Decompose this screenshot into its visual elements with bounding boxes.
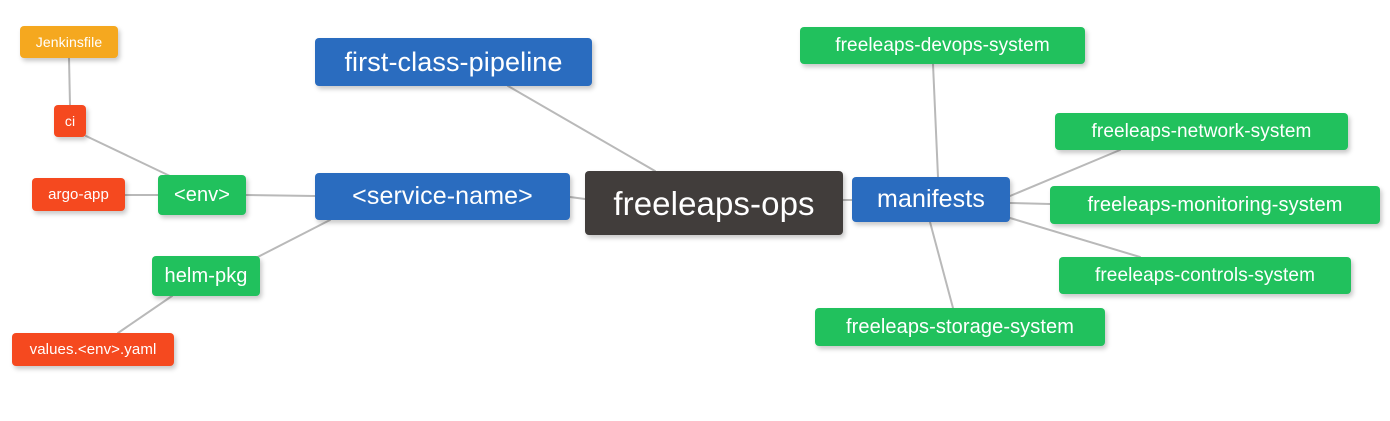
mindmap-node-label: first-class-pipeline [344, 46, 563, 77]
mindmap-node-monitoring-system[interactable]: freeleaps-monitoring-system [1050, 186, 1380, 224]
mindmap-node-values-env-yaml[interactable]: values.<env>.yaml [12, 333, 174, 366]
edge-ci-to-env [85, 135, 173, 178]
mindmap-node-label: freeleaps-devops-system [835, 35, 1050, 56]
edge-service-name-to-helm-pkg [247, 219, 331, 263]
mindmap-node-service-name[interactable]: <service-name> [315, 173, 570, 220]
edge-first-class-pipeline-to-freeleaps-ops [507, 85, 656, 172]
mindmap-node-label: freeleaps-network-system [1091, 121, 1312, 142]
mindmap-node-network-system[interactable]: freeleaps-network-system [1055, 113, 1348, 150]
mindmap-node-label: values.<env>.yaml [29, 341, 157, 358]
mindmap-node-manifests[interactable]: manifests [852, 177, 1010, 222]
mindmap-node-ci[interactable]: ci [54, 105, 86, 137]
edge-service-name-to-freeleaps-ops [569, 196, 586, 200]
mindmap-node-label: freeleaps-monitoring-system [1087, 194, 1343, 216]
mindmap-node-label: freeleaps-ops [613, 184, 815, 222]
mindmap-node-label: <service-name> [352, 182, 533, 210]
mindmap-node-devops-system[interactable]: freeleaps-devops-system [800, 27, 1085, 64]
mindmap-node-label: Jenkinsfile [35, 34, 103, 50]
edge-env-to-service-name [245, 194, 316, 197]
edge-manifests-to-storage-system [929, 221, 954, 309]
edge-helm-pkg-to-values-env-yaml [117, 295, 173, 334]
mindmap-node-helm-pkg[interactable]: helm-pkg [152, 256, 260, 296]
mindmap-node-storage-system[interactable]: freeleaps-storage-system [815, 308, 1105, 346]
mindmap-node-argo-app[interactable]: argo-app [32, 178, 125, 211]
mindmap-node-jenkinsfile[interactable]: Jenkinsfile [20, 26, 118, 58]
mindmap-node-label: ci [64, 113, 76, 129]
edge-jenkinsfile-to-ci [68, 57, 71, 106]
mindmap-node-label: freeleaps-storage-system [845, 316, 1075, 338]
mindmap-node-label: freeleaps-controls-system [1094, 265, 1316, 286]
mindmap-node-freeleaps-ops[interactable]: freeleaps-ops [585, 171, 843, 235]
edge-manifests-to-devops-system [932, 63, 939, 178]
mindmap-node-label: helm-pkg [164, 265, 248, 287]
mindmap-node-controls-system[interactable]: freeleaps-controls-system [1059, 257, 1351, 294]
mindmap-node-label: <env> [173, 184, 231, 206]
mindmap-node-first-class-pipeline[interactable]: first-class-pipeline [315, 38, 592, 86]
mindmap-node-label: manifests [877, 185, 985, 213]
edge-manifests-to-monitoring-system [1009, 202, 1051, 205]
mindmap-node-env[interactable]: <env> [158, 175, 246, 215]
mindmap-node-label: argo-app [48, 186, 109, 203]
